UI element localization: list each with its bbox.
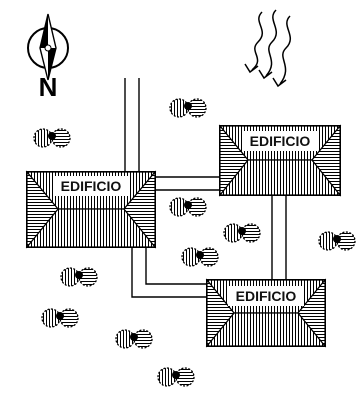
shrub-cluster-icon [60, 267, 98, 287]
north-arrow-icon: N [27, 13, 69, 102]
building-label: EDIFICIO [61, 178, 122, 194]
shrub-cluster-icon [223, 223, 261, 243]
building-bottom-right[interactable]: EDIFICIO [205, 278, 327, 348]
shrub-cluster-icon [157, 367, 195, 387]
building-left[interactable]: EDIFICIO [25, 170, 157, 249]
building-top-right[interactable]: EDIFICIO [218, 124, 342, 197]
corridors [124, 78, 287, 298]
shrub-cluster-icon [41, 308, 79, 328]
shrub-cluster-icon [318, 231, 356, 251]
north-letter: N [39, 72, 58, 102]
shrub-cluster-icon [181, 247, 219, 267]
wind-arrows-icon [244, 9, 292, 88]
shrub-cluster-icon [33, 128, 71, 148]
building-label: EDIFICIO [236, 288, 297, 304]
shrub-cluster-icon [115, 329, 153, 349]
shrub-cluster-icon [169, 98, 207, 118]
shrub-cluster-icon [169, 197, 207, 217]
building-label: EDIFICIO [250, 133, 311, 149]
